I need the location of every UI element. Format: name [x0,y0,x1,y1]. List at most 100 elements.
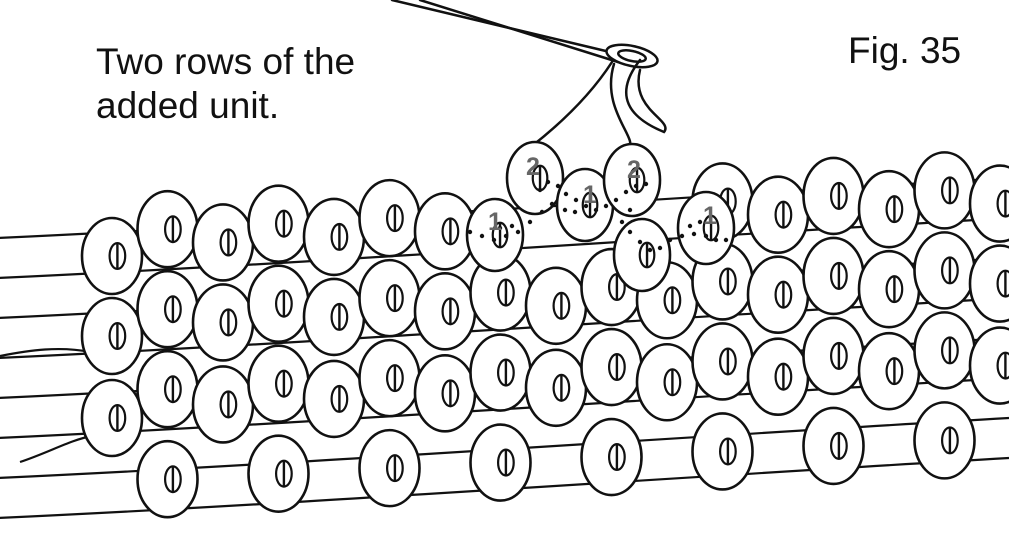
bead [191,203,255,282]
bead [247,184,310,263]
thread-dot [497,225,503,231]
beads-group [80,140,1009,519]
bead [469,423,532,502]
bead [580,417,643,497]
thread-dot [637,239,643,245]
bead [469,333,532,412]
thread-dot [491,237,497,243]
bead [857,331,921,411]
thread-dot [563,191,569,197]
thread-dot [679,233,685,239]
thread-dot [697,219,703,225]
thread-dot [633,183,639,189]
thread-path-dots [467,179,729,253]
bead [136,189,199,269]
bead [691,412,754,491]
bead [913,311,976,390]
thread-dot [627,207,633,213]
bead [302,359,366,439]
bead [612,217,672,293]
bead [358,428,421,508]
bead [580,327,643,407]
thread-dot [619,219,625,225]
thread-dot [623,189,629,195]
bead-number-two: 2 [627,156,641,184]
caption-line-2: added unit. [96,85,280,126]
bead [505,140,565,216]
thread-dot [527,219,533,225]
bead [913,231,976,310]
bead [358,258,421,338]
thread-dot [613,197,619,203]
thread-dot [573,197,579,203]
caption-text: Two rows of the added unit. [96,40,355,128]
bead [136,349,199,429]
bead [191,283,255,362]
bead [80,378,144,458]
thread-dot [703,233,709,239]
bead-number-one: 1 [583,181,597,209]
thread-dot [691,231,697,237]
bead [302,277,366,357]
thread-dot [549,201,555,207]
thread-dot [545,179,551,185]
thread-dot [643,181,649,187]
bead [136,439,199,519]
bead [968,164,1009,243]
thread-tail [0,347,91,358]
bead [746,337,810,417]
bead [358,178,421,258]
thread-dot [687,223,693,229]
thread-dot [593,207,599,213]
needle [390,0,659,69]
thread-dot [627,229,633,235]
bead [857,249,921,329]
thread-dot [562,207,568,213]
bead [802,406,865,486]
thread-tail [19,434,93,464]
thread-dot [467,229,473,235]
bead [857,169,921,249]
bead [968,326,1009,405]
thread-dot [539,209,545,215]
bead [136,269,199,349]
bead [802,316,865,396]
bead [413,272,477,351]
thread-dot [723,237,729,243]
thread-dot [555,183,561,189]
bead-number-two: 2 [526,153,540,181]
bead [968,244,1009,323]
bead [247,264,310,343]
thread-dot [503,233,509,239]
working-thread [530,58,667,150]
bead [413,354,477,433]
bead [302,197,366,277]
bead [524,266,588,346]
bead [191,365,255,444]
bead [80,216,144,296]
thread-dot [479,233,485,239]
bead [602,142,662,218]
bead [913,401,976,480]
bead [247,344,310,423]
bead [746,255,810,335]
bead-number-one: 1 [703,202,717,230]
bead [913,151,976,230]
thread-dot [572,209,578,215]
thread-dot [603,203,609,209]
bead [358,338,421,418]
bead [80,296,144,376]
bead [802,236,865,316]
thread-dot [583,203,589,209]
thread-dot [509,223,515,229]
bead [524,348,588,428]
bead [691,322,754,401]
thread-dot [713,237,719,243]
figure-label: Fig. 35 [848,30,962,71]
bead [413,192,477,271]
thread-dot [657,245,663,251]
thread-dot [647,247,653,253]
bead [676,190,736,266]
